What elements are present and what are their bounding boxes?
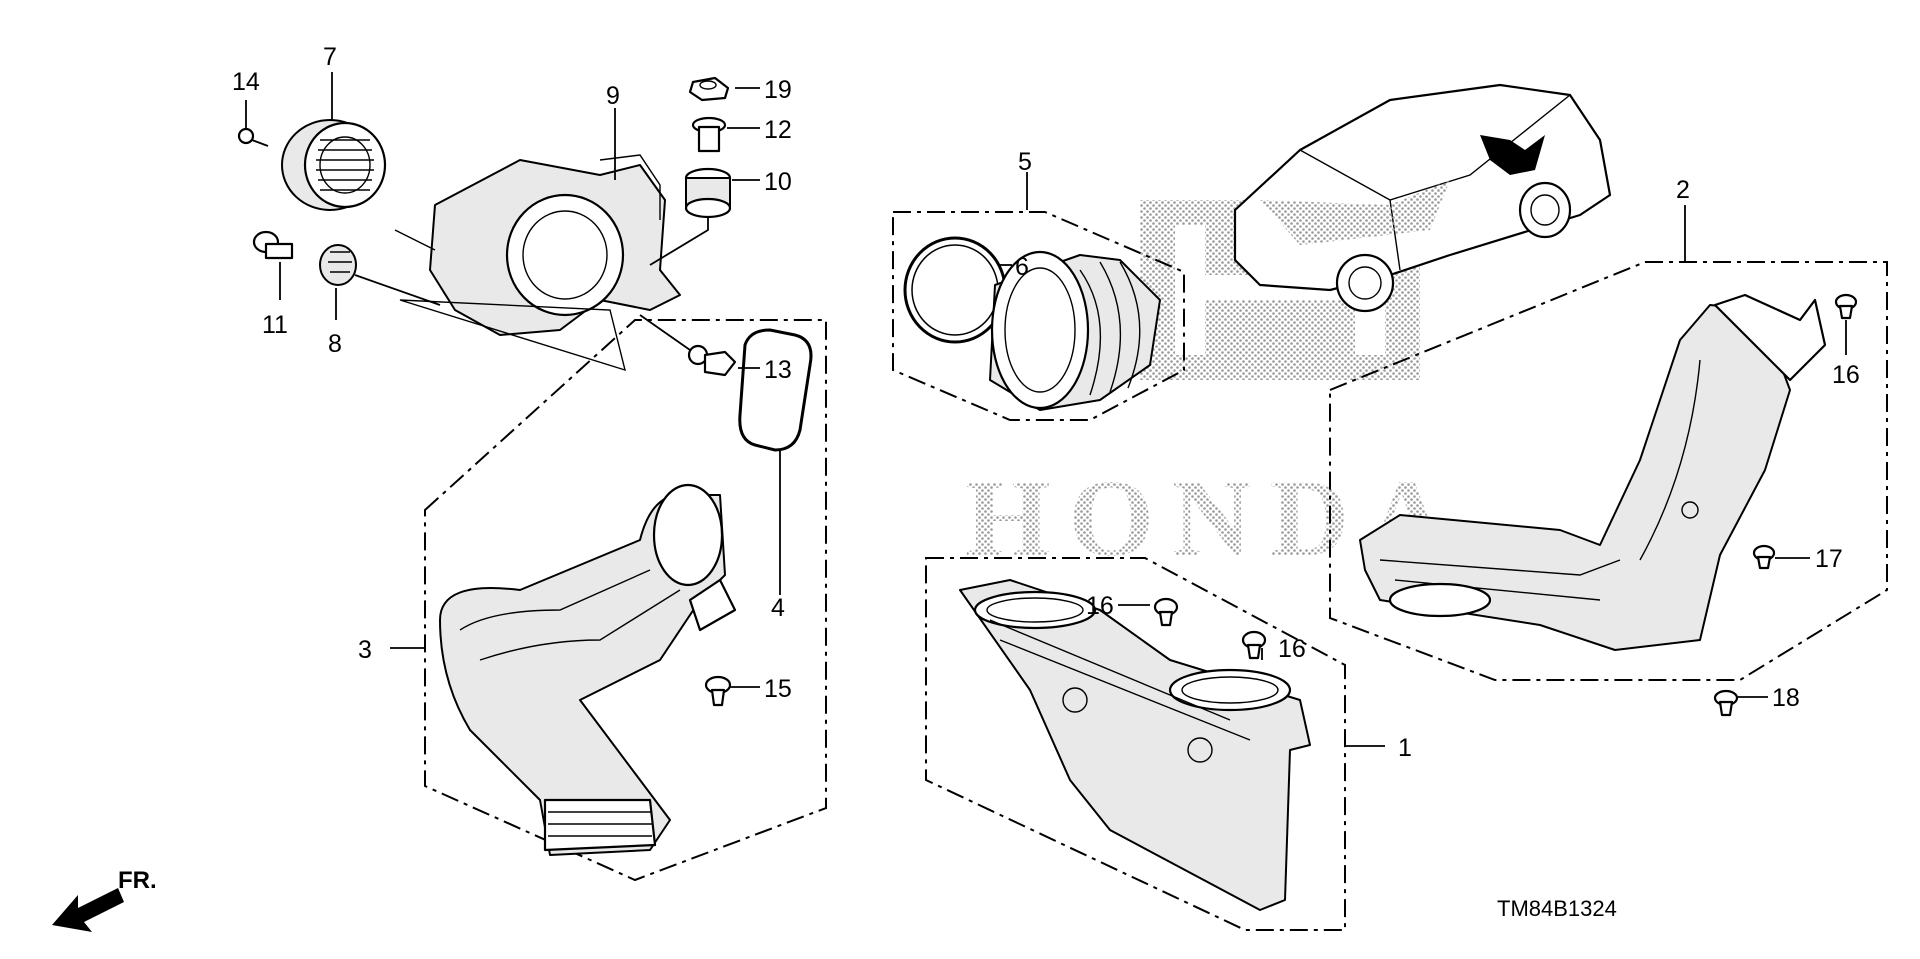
duct-joint-5[interactable]: [989, 250, 1161, 411]
callout-1[interactable]: 1: [1398, 734, 1412, 762]
callout-11[interactable]: 11: [262, 311, 288, 339]
blower-motor[interactable]: [281, 119, 387, 211]
callout-7[interactable]: 7: [323, 43, 337, 71]
group-box-1: [925, 557, 1346, 931]
gasket-4[interactable]: [738, 328, 813, 595]
callout-19[interactable]: 19: [764, 76, 792, 104]
callout-4[interactable]: 4: [771, 594, 785, 622]
callout-2[interactable]: 2: [1676, 176, 1690, 204]
duct-3[interactable]: [439, 483, 737, 856]
callout-16-center[interactable]: 16: [1278, 635, 1306, 663]
front-label: FR.: [118, 867, 157, 894]
blower-housing[interactable]: [394, 154, 681, 372]
grommet-10[interactable]: [649, 167, 732, 266]
callout-13[interactable]: 13: [764, 356, 792, 384]
callout-3[interactable]: 3: [358, 636, 372, 664]
collar-12[interactable]: [691, 116, 727, 153]
clip-17[interactable]: [1752, 544, 1776, 570]
clip-16-right[interactable]: [1834, 293, 1858, 320]
callout-17[interactable]: 17: [1815, 545, 1843, 573]
front-arrow-icon: FR.: [52, 867, 157, 932]
clip-18[interactable]: [1713, 689, 1739, 717]
clip-16-left[interactable]: [1153, 597, 1179, 627]
callout-10[interactable]: 10: [764, 168, 792, 196]
clip-15[interactable]: [704, 675, 732, 707]
nut-19[interactable]: [688, 76, 730, 102]
callout-9[interactable]: 9: [606, 82, 620, 110]
callout-12[interactable]: 12: [764, 116, 792, 144]
part-8[interactable]: [319, 244, 441, 306]
ring-seal-6[interactable]: [903, 236, 1007, 344]
diagram-code: TM84B1324: [1497, 896, 1617, 921]
grommet-11[interactable]: [252, 230, 294, 260]
screw-14[interactable]: [237, 127, 269, 147]
callout-15[interactable]: 15: [764, 675, 792, 703]
leader-lines: [245, 72, 1847, 747]
callout-14[interactable]: 14: [232, 68, 260, 96]
duct-1[interactable]: [959, 579, 1311, 911]
duct-2[interactable]: [1359, 293, 1827, 651]
clip-16-center[interactable]: [1241, 630, 1267, 660]
group-box-5: [892, 211, 1185, 421]
callout-6[interactable]: 6: [1015, 253, 1029, 281]
callout-labels: 1 2 3 4 5 6 7 8 9 10 11 12 13 14 15 16 1…: [232, 43, 1860, 762]
callout-16-left[interactable]: 16: [1086, 592, 1114, 620]
callout-8[interactable]: 8: [328, 330, 342, 358]
car-location-icon: [1233, 83, 1612, 313]
callout-18[interactable]: 18: [1772, 684, 1800, 712]
bolt-13[interactable]: [639, 314, 737, 377]
group-box-3: [424, 319, 827, 882]
callout-5[interactable]: 5: [1018, 148, 1032, 176]
callout-16-right[interactable]: 16: [1832, 361, 1860, 389]
blower-assembly: [237, 76, 737, 377]
